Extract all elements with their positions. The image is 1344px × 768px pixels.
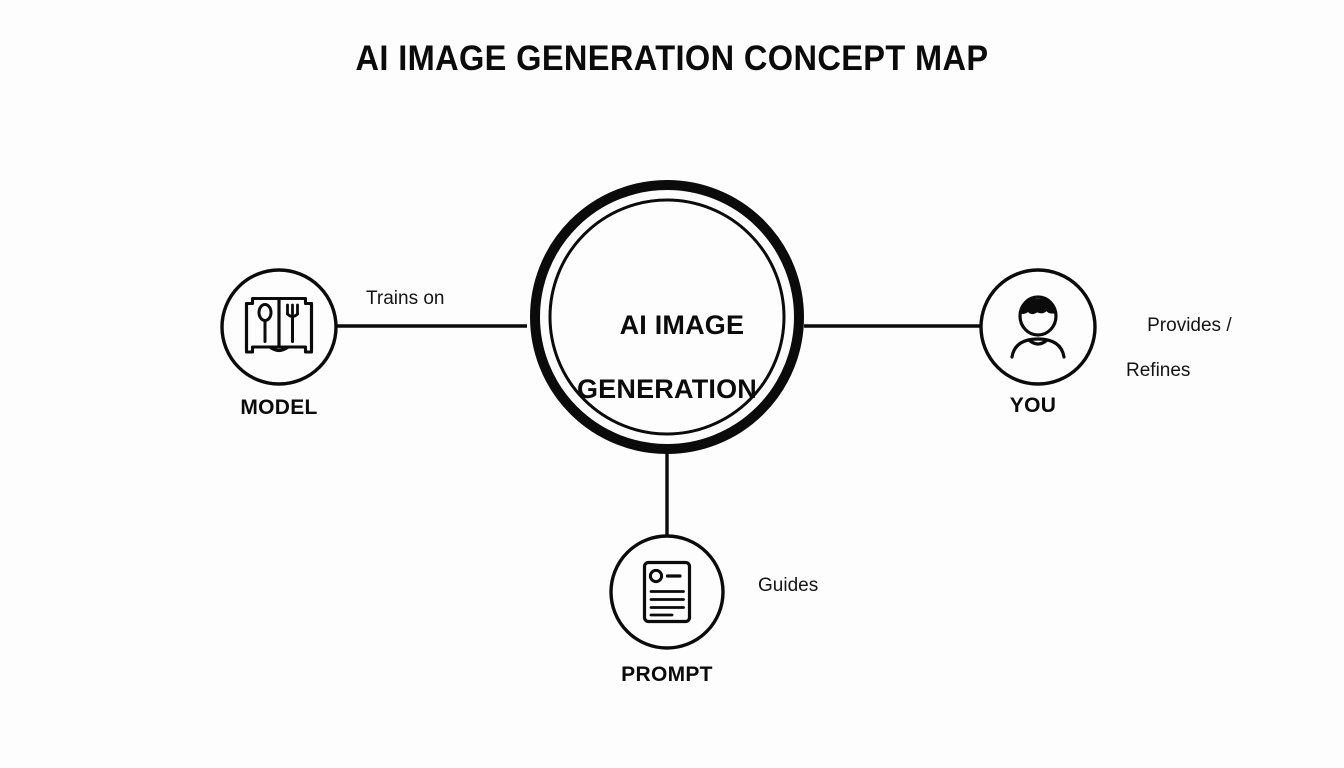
node-you-shape[interactable] (979, 268, 1097, 386)
edge-label-provides-line1: Provides / (1147, 315, 1232, 337)
center-node-label: AI IMAGE GENERATION (497, 278, 837, 469)
center-node-inner-ring (548, 198, 786, 436)
open-book-icon (244, 296, 314, 354)
node-label-prompt: PROMPT (621, 663, 713, 686)
node-label-model: MODEL (240, 396, 318, 419)
document-icon (642, 560, 692, 624)
edge-group (337, 324, 982, 539)
user-avatar-icon (1010, 295, 1066, 359)
center-node-label-line2: GENERATION (576, 373, 757, 404)
edge-label-trains-on: Trains on (366, 288, 445, 309)
node-label-you: YOU (1009, 394, 1057, 417)
edge-label-provides-refines: Provides / Refines (1126, 293, 1232, 427)
page-title: AI IMAGE GENERATION CONCEPT MAP (355, 39, 989, 78)
node-model-shape[interactable] (220, 268, 338, 386)
edge-label-provides-line2: Refines (1126, 360, 1191, 382)
node-prompt-shape[interactable] (609, 534, 725, 650)
node-you-circle (979, 268, 1097, 386)
edge-label-guides: Guides (758, 575, 819, 596)
center-node-shape[interactable] (530, 180, 804, 454)
center-node-label-line1: AI IMAGE (619, 309, 745, 340)
